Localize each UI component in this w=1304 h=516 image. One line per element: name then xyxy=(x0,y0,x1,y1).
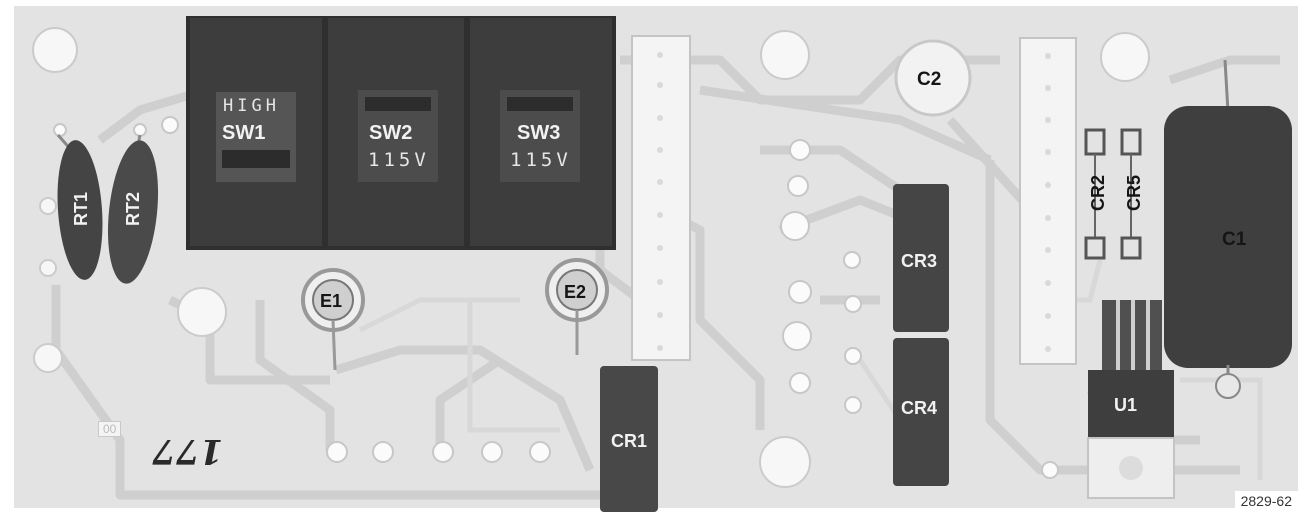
connector-right xyxy=(1019,37,1077,365)
label-e2: E2 xyxy=(564,282,587,302)
label-e1: E1 xyxy=(320,291,343,311)
rectifier-cr2 xyxy=(1084,128,1106,260)
label-c2: C2 xyxy=(917,69,942,90)
terminal-e1 xyxy=(301,268,365,371)
sw1-setting: HIGH xyxy=(223,96,280,116)
label-rt2: RT2 xyxy=(123,191,144,227)
rectifier-cr3 xyxy=(893,184,949,332)
connector-left xyxy=(631,35,691,361)
label-sw3: SW3 xyxy=(517,122,561,144)
rectifier-cr1 xyxy=(600,366,658,512)
label-c1: C1 xyxy=(1222,229,1247,250)
sw2-setting: 115V xyxy=(368,149,430,171)
label-sw1: SW1 xyxy=(222,122,266,144)
figure-number: 2829-62 xyxy=(1234,491,1298,510)
label-sw2: SW2 xyxy=(369,122,413,144)
label-cr2: CR2 xyxy=(1088,174,1109,212)
board-marking: 00 xyxy=(98,421,122,437)
ic-u1 xyxy=(1087,300,1175,499)
label-rt1: RT1 xyxy=(71,191,92,227)
mounting-holes xyxy=(32,27,1150,488)
thermistor-rt1 xyxy=(56,134,103,280)
label-cr5: CR5 xyxy=(1124,174,1145,212)
handwritten-mark: 177 xyxy=(152,431,223,471)
capacitor-c2 xyxy=(894,39,972,117)
terminal-e2 xyxy=(545,258,609,355)
rectifier-cr5 xyxy=(1120,128,1142,260)
round-pads xyxy=(53,116,1059,479)
thermistor-rt2 xyxy=(107,134,159,284)
label-u1: U1 xyxy=(1114,395,1138,415)
sw3-setting: 115V xyxy=(510,149,572,171)
label-cr4: CR4 xyxy=(901,398,938,418)
label-cr1: CR1 xyxy=(611,431,648,451)
capacitor-c1 xyxy=(1164,59,1292,399)
rectifier-cr4 xyxy=(893,338,949,486)
switch-block xyxy=(186,16,616,250)
label-cr3: CR3 xyxy=(901,251,938,271)
